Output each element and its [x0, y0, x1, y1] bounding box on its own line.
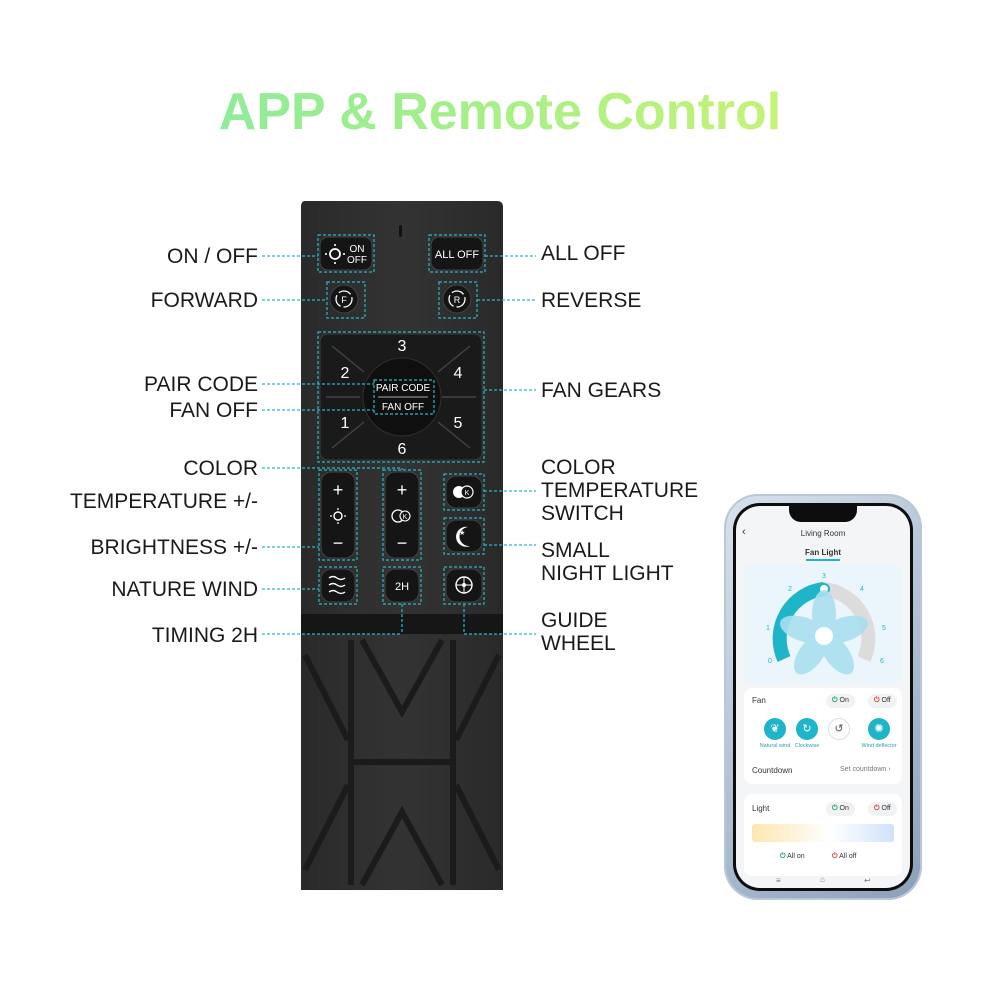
dial-3: 3: [822, 573, 826, 580]
tab-fan-light[interactable]: Fan Light: [805, 548, 841, 557]
label-guide-1: GUIDE: [541, 609, 608, 632]
label-pair-code: PAIR CODE: [144, 373, 258, 396]
fan-on-button[interactable]: ⏻ On: [826, 694, 855, 708]
light-off-button[interactable]: ⏻ Off: [868, 802, 897, 816]
off-label: OFF: [347, 255, 367, 266]
fan-off-text: FAN OFF: [382, 402, 424, 413]
sun-small-icon: [333, 511, 343, 521]
on-label: ON: [350, 244, 365, 255]
dial-0: 0: [768, 658, 772, 665]
return-icon[interactable]: ↩: [864, 876, 871, 885]
power-icon: ⏻: [874, 697, 880, 704]
label-fan-off: FAN OFF: [169, 399, 258, 422]
light-label: Light: [752, 804, 770, 813]
back-icon[interactable]: ‹: [742, 526, 746, 538]
color-temp-minus[interactable]: −: [333, 533, 344, 553]
gear-2[interactable]: 2: [341, 365, 350, 382]
dial-1: 1: [766, 625, 770, 632]
label-night-1: SMALL: [541, 539, 610, 562]
all-on-button[interactable]: ⏻ All on: [774, 850, 811, 864]
all-off-text: ALL OFF: [435, 249, 479, 261]
label-color-temp-1: COLOR: [183, 457, 258, 480]
forward-letter: F: [341, 295, 347, 305]
label-fan-gears: FAN GEARS: [541, 379, 662, 402]
reverse-button[interactable]: [442, 284, 472, 314]
night-light-button[interactable]: [445, 519, 483, 553]
dial-5: 5: [882, 625, 886, 632]
svg-text:★: ★: [459, 529, 465, 537]
label-color-temp-2: TEMPERATURE +/-: [69, 490, 258, 513]
dial-2: 2: [788, 586, 792, 593]
color-temp-rocker[interactable]: [320, 471, 356, 559]
power-icon: ⏻: [832, 805, 838, 812]
color-temp-slider[interactable]: [752, 824, 894, 842]
fan-label: Fan: [752, 696, 766, 705]
mode-wind-deflector: Wind deflector: [861, 743, 897, 749]
all-off-button[interactable]: [430, 236, 484, 271]
app-screen: ‹ Living Room Fan Light 0 1 2: [736, 506, 910, 888]
label-brightness: BRIGHTNESS +/-: [90, 536, 258, 559]
all-off-app-button[interactable]: ⏻ All off: [826, 850, 863, 864]
brightness-minus[interactable]: −: [397, 533, 408, 553]
wind-deflector-icon[interactable]: ✺: [868, 718, 890, 740]
timer-text: 2H: [395, 581, 409, 593]
label-all-off: ALL OFF: [541, 242, 626, 265]
wave-icon: [328, 575, 346, 595]
label-timing: TIMING 2H: [151, 624, 258, 647]
gear-6[interactable]: 6: [398, 441, 407, 458]
countdown-label: Countdown: [752, 766, 793, 775]
room-title: Living Room: [800, 529, 846, 538]
clockwise-icon[interactable]: ↻: [796, 718, 818, 740]
rotate-icon[interactable]: ↺: [828, 718, 850, 740]
label-on-off: ON / OFF: [167, 245, 258, 268]
gear-4[interactable]: 4: [454, 365, 463, 382]
dial-4: 4: [860, 586, 864, 593]
fan-speed-dial[interactable]: 0 1 2 3 4 5 6: [744, 564, 902, 684]
power-icon: ⏻: [874, 805, 880, 812]
power-icon: ⏻: [832, 853, 838, 860]
gear-1[interactable]: 1: [341, 415, 350, 432]
gear-5[interactable]: 5: [454, 415, 463, 432]
mode-natural-wind: Natural wind: [759, 743, 791, 749]
set-countdown-link[interactable]: Set countdown ›: [840, 766, 891, 773]
sun-icon: [329, 248, 341, 260]
label-reverse: REVERSE: [541, 289, 642, 312]
power-icon: ⏻: [832, 697, 838, 704]
light-card: Light ⏻ On ⏻ Off ⏻ All on ⏻ All off: [744, 794, 902, 876]
light-on-button[interactable]: ⏻ On: [826, 802, 855, 816]
smartphone: ‹ Living Room Fan Light 0 1 2: [724, 494, 922, 900]
timer-2h-button[interactable]: [384, 568, 420, 603]
label-night-2: NIGHT LIGHT: [541, 562, 674, 585]
color-temp-plus[interactable]: +: [333, 480, 344, 500]
label-nature-wind: NATURE WIND: [111, 578, 258, 601]
forward-button[interactable]: [329, 284, 359, 314]
label-forward: FORWARD: [150, 289, 258, 312]
moon-icon: [456, 526, 470, 547]
label-ct-switch-2: TEMPERATURE: [541, 479, 699, 502]
natural-wind-icon[interactable]: ❦: [764, 718, 786, 740]
gear-3[interactable]: 3: [398, 338, 407, 355]
label-guide-2: WHEEL: [541, 632, 616, 655]
fan-card: Fan ⏻ On ⏻ Off ❦ ↻ ↺ ✺ Natural wind Cloc…: [744, 688, 902, 784]
menu-icon[interactable]: ≡: [776, 876, 781, 885]
reverse-letter: R: [454, 295, 461, 305]
power-icon: ⏻: [780, 853, 786, 860]
home-icon[interactable]: ⌂: [820, 875, 825, 884]
page-title: APP & Remote Control: [0, 82, 1000, 142]
ct-switch-k: K: [465, 490, 470, 497]
brightness-k: K: [403, 514, 408, 521]
label-ct-switch-1: COLOR: [541, 456, 616, 479]
dial-6: 6: [880, 658, 884, 665]
pair-code-text: PAIR CODE: [376, 383, 431, 394]
brightness-plus[interactable]: +: [397, 480, 408, 500]
fan-off-button[interactable]: ⏻ Off: [868, 694, 897, 708]
label-ct-switch-3: SWITCH: [541, 502, 624, 525]
on-off-button[interactable]: [319, 236, 373, 271]
mode-clockwise: Clockwise: [794, 743, 820, 749]
